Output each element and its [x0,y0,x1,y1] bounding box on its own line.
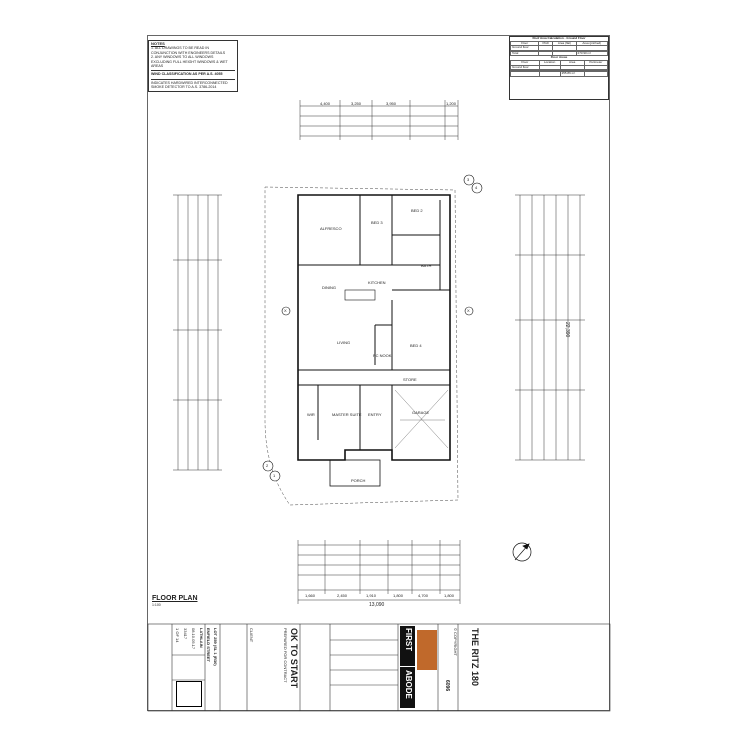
room-label: BED 3 [371,220,383,225]
dim-label: 4,400 [320,101,331,106]
drawing-sheet-border [147,35,610,711]
dim-label: 3,250 [351,101,362,106]
room-label: DINING [322,285,336,290]
brand-abode: ABODE [404,670,413,699]
porch-outline [329,459,381,487]
street-name: ENFIELD STREET [206,628,211,663]
bottom-dimension-lines [297,540,461,604]
smoke-detector-note: INDICATES HARDWIRED INTERCONNECTED SMOKE… [151,78,235,90]
room-label: WIR [307,412,315,417]
marker-label: 1 [273,473,276,478]
notes-heading: NOTES [151,41,165,46]
dim-label: 1,660 [305,593,316,598]
notes-line-2: 2. ANY WINDOWS TO ALL WINDOWS EXCLUDING … [151,55,228,69]
room-label: LIVING [337,340,351,345]
floor-plan-title: FLOOR PLAN [152,595,198,602]
dim-label: 1,200 [446,101,457,106]
dim-label: 1,800 [393,593,404,598]
room-label: BED 4 [410,343,422,348]
notes-box: NOTES 1. ALL DRAWINGS TO BE READ IN CONJ… [148,40,238,92]
roof-area-table: Roof Area Calculation - Ground Floor Flo… [509,36,609,100]
room-label: ENTRY [368,412,382,417]
internal-walls [298,195,450,450]
notes-line-1: 1. ALL DRAWINGS TO BE READ IN CONJUNCTIO… [151,46,226,55]
plan-ref: 6096 [444,680,450,692]
floor-areas-title: Floor Areas [550,55,568,60]
wind-classification: WIND CLASSIFICATION AS PER A.S. 4055 [151,70,235,76]
roof-cell: 273.90 m² [575,50,608,57]
sheet-number: 1 OF 14 [175,628,180,643]
dim-label: 2,450 [337,593,348,598]
left-dimension-lines [173,194,222,471]
marker-label: 4 [475,185,478,190]
copyright: © COPYRIGHT [453,628,458,656]
logo-abode-block [400,667,415,708]
garage-hatch [394,389,449,449]
qr-code-icon [176,681,202,707]
total-width-dim: 13,090 [369,602,385,608]
logo-first-block [400,626,415,666]
room-label: MASTER SUITE [332,412,362,417]
room-label: KITCHEN [368,280,386,285]
lot-address: LOT 259 (SL 1 (R30) [213,628,218,666]
first-abode-logo-icon [417,630,437,670]
room-label: PORCH [351,478,366,483]
ok-to-start-stamp: OK TO START [289,628,299,689]
marker-label: X [467,308,470,313]
marker-label: X [284,308,287,313]
dim-label: 4,700 [418,593,429,598]
room-label: GARAGE [412,410,430,415]
issue-date: 08.10.05.17 [191,628,196,650]
job-number: 33417 [183,628,188,640]
room-label: BED 2 [411,208,423,213]
dim-label: 1,800 [444,593,455,598]
roof-table-title: Roof Area Calculation - Ground Floor [532,36,586,40]
room-label: ALFRESCO [320,226,342,231]
ok-to-start-sub: PREPARED FOR CONTRACT [283,628,288,683]
section-markers [262,174,483,482]
floor-area-table: Floor Location Area Perimeter Ground flo… [510,60,608,77]
brand-first: FIRST [404,628,413,652]
marker-label: 2 [266,463,269,468]
floor-plan-scale: 1:100 [152,603,161,607]
kitchen-bench [344,289,376,301]
suburb-name: LATHLAIN [199,628,204,648]
dim-label: 1,910 [366,593,377,598]
marker-label: 3 [467,177,470,182]
client-label: CLIENT [249,628,254,643]
room-label: STORE [403,377,417,382]
right-dimension-lines [515,194,585,461]
room-label: PC NOOK [373,353,392,358]
design-name: THE RITZ 180 [470,628,480,687]
dim-label: 3,950 [386,101,397,106]
roof-cell: Total [510,50,540,57]
top-dimension-lines [299,100,459,140]
north-arrow-icon [512,542,532,562]
room-label: BATH [421,263,432,268]
roof-table: Floor Pitch Area (flat) Area (pitched) G… [510,40,608,57]
